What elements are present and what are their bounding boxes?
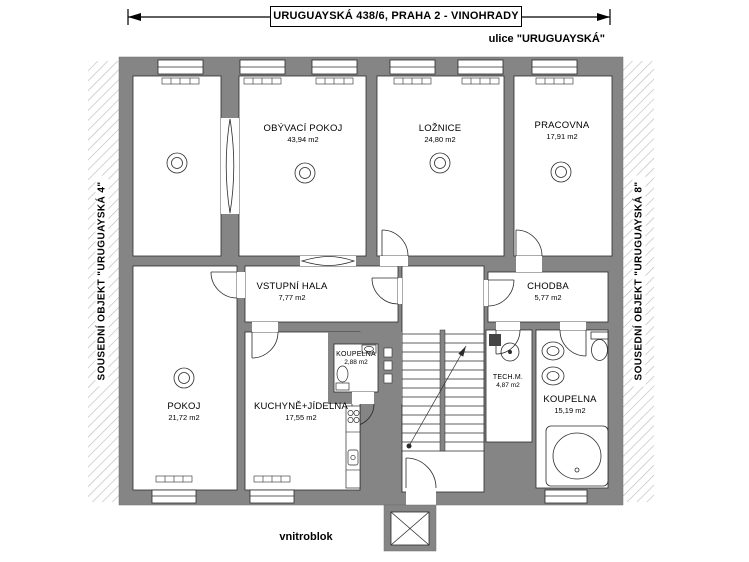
stair-direction-arrow [458, 346, 466, 357]
room-name: KOUPELNA [543, 394, 597, 405]
room-name: LOŽNICE [418, 123, 462, 134]
room-name: TECH.M. [492, 374, 524, 381]
vent-shaft [383, 360, 393, 371]
room-label-pracovna: PRACOVNA 17,91 m2 [535, 120, 590, 142]
double-door-lens [225, 118, 235, 214]
staircase [402, 329, 484, 452]
ceiling-light-icon [550, 161, 572, 183]
room-label-chodba: CHODBA 5,77 m2 [527, 281, 569, 303]
double-door-lens [300, 256, 356, 266]
washbasin-icon [541, 341, 565, 361]
room-name: KOUPELNA [336, 351, 376, 358]
room-name: OBÝVACÍ POKOJ [263, 123, 343, 134]
kitchen-counter [345, 405, 361, 489]
room-label-loznice: LOŽNICE 24,80 m2 [419, 123, 462, 145]
room-name: KUCHYNĚ+JÍDELNA [253, 401, 349, 412]
room-label-kuchyne-jidelna: KUCHYNĚ+JÍDELNA 17,55 m2 [254, 401, 348, 423]
room-loznice [376, 75, 505, 257]
room-name: PRACOVNA [534, 120, 590, 131]
street-label: ulice "URUGUAYSKÁ" [488, 33, 605, 45]
fixtures [166, 152, 609, 489]
plan-title-text: URUGUAYSKÁ 438/6, PRAHA 2 - VINOHRADY [273, 10, 519, 22]
room-name: CHODBA [527, 281, 569, 292]
plan-title: URUGUAYSKÁ 438/6, PRAHA 2 - VINOHRADY [270, 6, 522, 27]
stove-icon [347, 410, 360, 423]
room-area: 4,87 m2 [496, 382, 520, 390]
vent-shaft [383, 373, 393, 384]
ceiling-light-icon [429, 152, 451, 174]
toilet-icon [335, 365, 350, 391]
room-hala [244, 265, 399, 323]
doors [210, 118, 587, 489]
room-area: 5,77 m2 [534, 293, 562, 303]
ceiling-light-icon [166, 152, 188, 174]
room-pokoj [132, 265, 238, 491]
courtyard-label: vnitroblok [279, 531, 333, 543]
room-area: 17,91 m2 [546, 132, 578, 142]
room-living-right [238, 75, 367, 257]
boiler-icon [489, 334, 520, 362]
neighbor-left-label: SOUSEDNÍ OBJEKT "URUGUAYSKÁ 4" [95, 175, 109, 387]
room-area: 21,72 m2 [168, 413, 200, 423]
room-name: VSTUPNÍ HALA [256, 281, 328, 292]
room-label-koupelna-mala: KOUPELNA 2,88 m2 [336, 350, 376, 368]
ceiling-light-icon [294, 162, 316, 184]
room-living-left [132, 75, 222, 257]
toilet-icon [590, 331, 609, 361]
room-area: 17,55 m2 [285, 413, 317, 423]
radiators [155, 77, 574, 483]
room-area: 43,94 m2 [287, 135, 319, 145]
washbasin-icon [541, 366, 565, 386]
bathtub-icon [545, 425, 609, 487]
room-label-vstupni-hala: VSTUPNÍ HALA 7,77 m2 [256, 281, 327, 303]
room-label-pokoj: POKOJ 21,72 m2 [167, 401, 200, 423]
arrow-left-icon [128, 13, 141, 21]
room-area: 7,77 m2 [278, 293, 306, 303]
room-area: 24,80 m2 [424, 135, 456, 145]
room-pracovna [513, 75, 613, 257]
room-label-obyvaci-pokoj: OBÝVACÍ POKOJ 43,94 m2 [264, 123, 343, 145]
neighbor-right-label: SOUSEDNÍ OBJEKT "URUGUAYSKÁ 8" [632, 175, 646, 387]
room-label-tech-m: TECH.M. 4,87 m2 [493, 373, 523, 391]
room-area: 15,19 m2 [554, 406, 586, 416]
vent-shaft [383, 347, 393, 358]
elevator [383, 504, 437, 552]
room-name: POKOJ [167, 401, 201, 412]
ceiling-light-icon [173, 367, 195, 389]
room-tech-m [485, 329, 533, 443]
sink-icon [361, 344, 377, 354]
room-area: 2,88 m2 [344, 359, 368, 367]
rooms [132, 75, 613, 493]
kitchen-sink-icon [347, 449, 359, 466]
room-label-koupelna: KOUPELNA 15,19 m2 [543, 394, 596, 416]
windows [151, 59, 588, 504]
arrow-right-icon [597, 13, 610, 21]
